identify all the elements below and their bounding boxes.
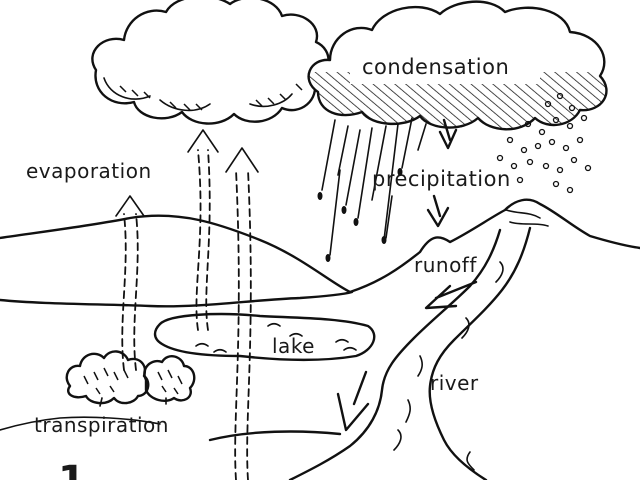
landscape	[0, 198, 640, 442]
evaporation-label: evaporation	[26, 159, 152, 183]
rain-streaks	[317, 117, 427, 262]
rain-cloud	[307, 0, 608, 131]
transpiration-arrows	[115, 195, 145, 371]
runoff-label: runoff	[414, 253, 477, 277]
condensation-label: condensation	[362, 55, 509, 79]
runoff-arrows	[336, 280, 478, 432]
lake	[153, 312, 376, 361]
transpiration-label: transpiration	[34, 413, 169, 437]
precipitation-label: precipitation	[372, 167, 511, 191]
lake-label: lake	[272, 334, 315, 358]
snow-dots	[496, 92, 592, 194]
corner-numeral: 1	[58, 458, 86, 480]
river	[288, 226, 532, 480]
bushes	[65, 350, 196, 407]
river-label: river	[430, 371, 479, 395]
precipitation-arrows	[426, 118, 458, 228]
left-cloud	[91, 0, 330, 125]
